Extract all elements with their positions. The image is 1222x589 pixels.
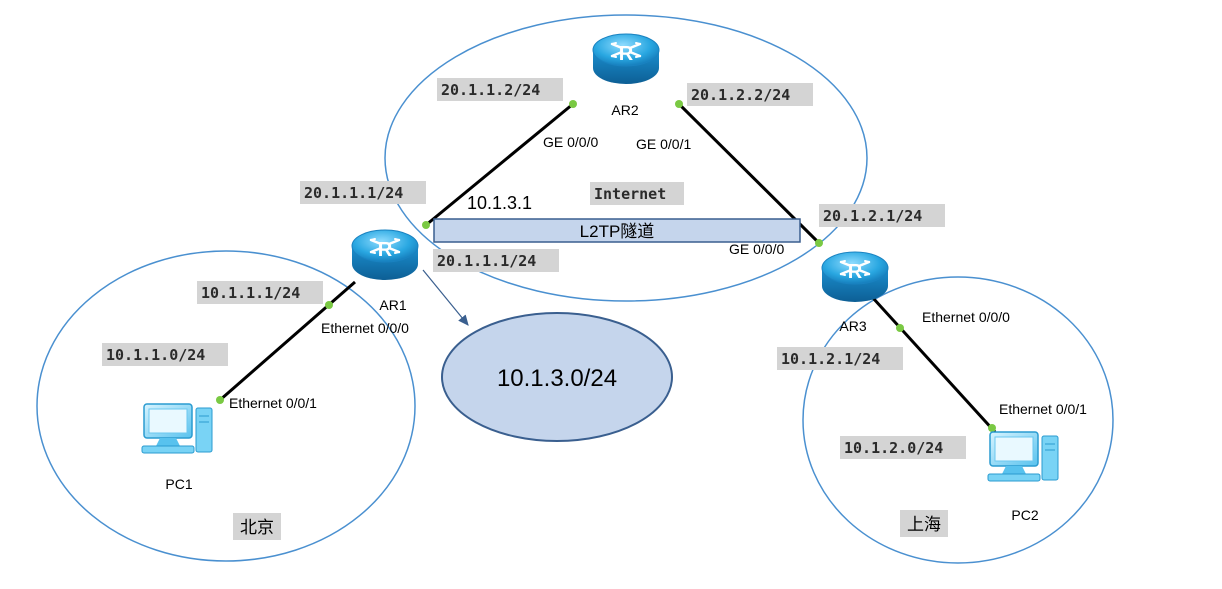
network-tag-beijing: 10.1.1.0/24 <box>106 346 205 364</box>
address-pool-label: 10.1.3.0/24 <box>497 365 617 392</box>
tag-bg <box>102 343 228 366</box>
tag-bg <box>900 510 948 537</box>
device-label-pc1: PC1 <box>165 476 192 492</box>
link-ar1-pc1 <box>219 280 356 402</box>
port-label-ar3-ge000: GE 0/0/0 <box>729 241 784 257</box>
port-dot-ar2-ge001 <box>675 100 683 108</box>
tag-bg <box>300 181 426 204</box>
city-label-beijing: 北京 <box>240 518 274 538</box>
tag-bg <box>687 83 813 106</box>
device-label-ar1: AR1 <box>379 297 406 313</box>
internet-zone <box>384 14 868 302</box>
port-label-pc2-eth001: Ethernet 0/0/1 <box>999 401 1087 417</box>
tag-bg <box>590 182 684 205</box>
port-label-ar3-eth000: Ethernet 0/0/0 <box>922 309 1010 325</box>
port-label-pc1-eth001: Ethernet 0/0/1 <box>229 395 317 411</box>
port-dot-ar3-lan <box>896 324 904 332</box>
tag-bg <box>437 78 563 101</box>
tunnel-label: L2TP隧道 <box>580 222 655 241</box>
pool-arrow <box>422 269 469 326</box>
address-tag-ar2-right: 20.1.2.2/24 <box>691 86 790 104</box>
pc-icon[interactable] <box>141 403 213 454</box>
device-label-pc2: PC2 <box>1011 507 1038 523</box>
device-label-ar2: AR2 <box>611 102 638 118</box>
router-glyph: R <box>619 43 634 65</box>
link-ar2-ar1 <box>425 102 574 227</box>
port-dot-pc2 <box>988 424 996 432</box>
pc-icon[interactable] <box>987 431 1059 482</box>
port-label-ar2-ge000: GE 0/0/0 <box>543 134 598 150</box>
address-tag-ar3-wan: 20.1.2.1/24 <box>823 207 922 225</box>
router-glyph: R <box>848 261 863 283</box>
address-tag-ar1-tunnel: 20.1.1.1/24 <box>437 252 536 270</box>
tag-bg <box>777 347 903 370</box>
port-dot-ar3-wan <box>815 239 823 247</box>
device-label-ar3: AR3 <box>839 318 866 334</box>
port-dot-ar1-wan <box>422 221 430 229</box>
link-ar3-pc2 <box>871 296 997 434</box>
tag-bg <box>819 204 945 227</box>
address-tag-ar1-wan: 20.1.1.1/24 <box>304 184 403 202</box>
address-tag-ar3-lan: 10.1.2.1/24 <box>781 350 880 368</box>
internet-label: Internet <box>594 185 666 203</box>
router-glyph: R <box>378 239 393 261</box>
network-tag-shanghai: 10.1.2.0/24 <box>844 439 943 457</box>
tag-bg <box>233 513 281 540</box>
port-dot-ar1-lan <box>325 301 333 309</box>
port-label-ar1-eth000: Ethernet 0/0/0 <box>321 320 409 336</box>
beijing-zone <box>36 250 416 562</box>
l2tp-tunnel <box>433 218 801 243</box>
address-pool-ellipse <box>441 312 673 442</box>
port-dot-ar2-ge000 <box>569 100 577 108</box>
port-dot-pc1 <box>216 396 224 404</box>
shanghai-zone <box>802 276 1114 564</box>
tag-bg <box>840 436 966 459</box>
tunnel-ip-label: 10.1.3.1 <box>467 193 532 213</box>
tag-bg <box>433 249 559 272</box>
tag-bg <box>197 281 323 304</box>
port-label-ar2-ge001: GE 0/0/1 <box>636 136 691 152</box>
address-tag-ar2-left: 20.1.1.2/24 <box>441 81 540 99</box>
city-label-shanghai: 上海 <box>907 515 941 535</box>
address-tag-ar1-lan: 10.1.1.1/24 <box>201 284 300 302</box>
